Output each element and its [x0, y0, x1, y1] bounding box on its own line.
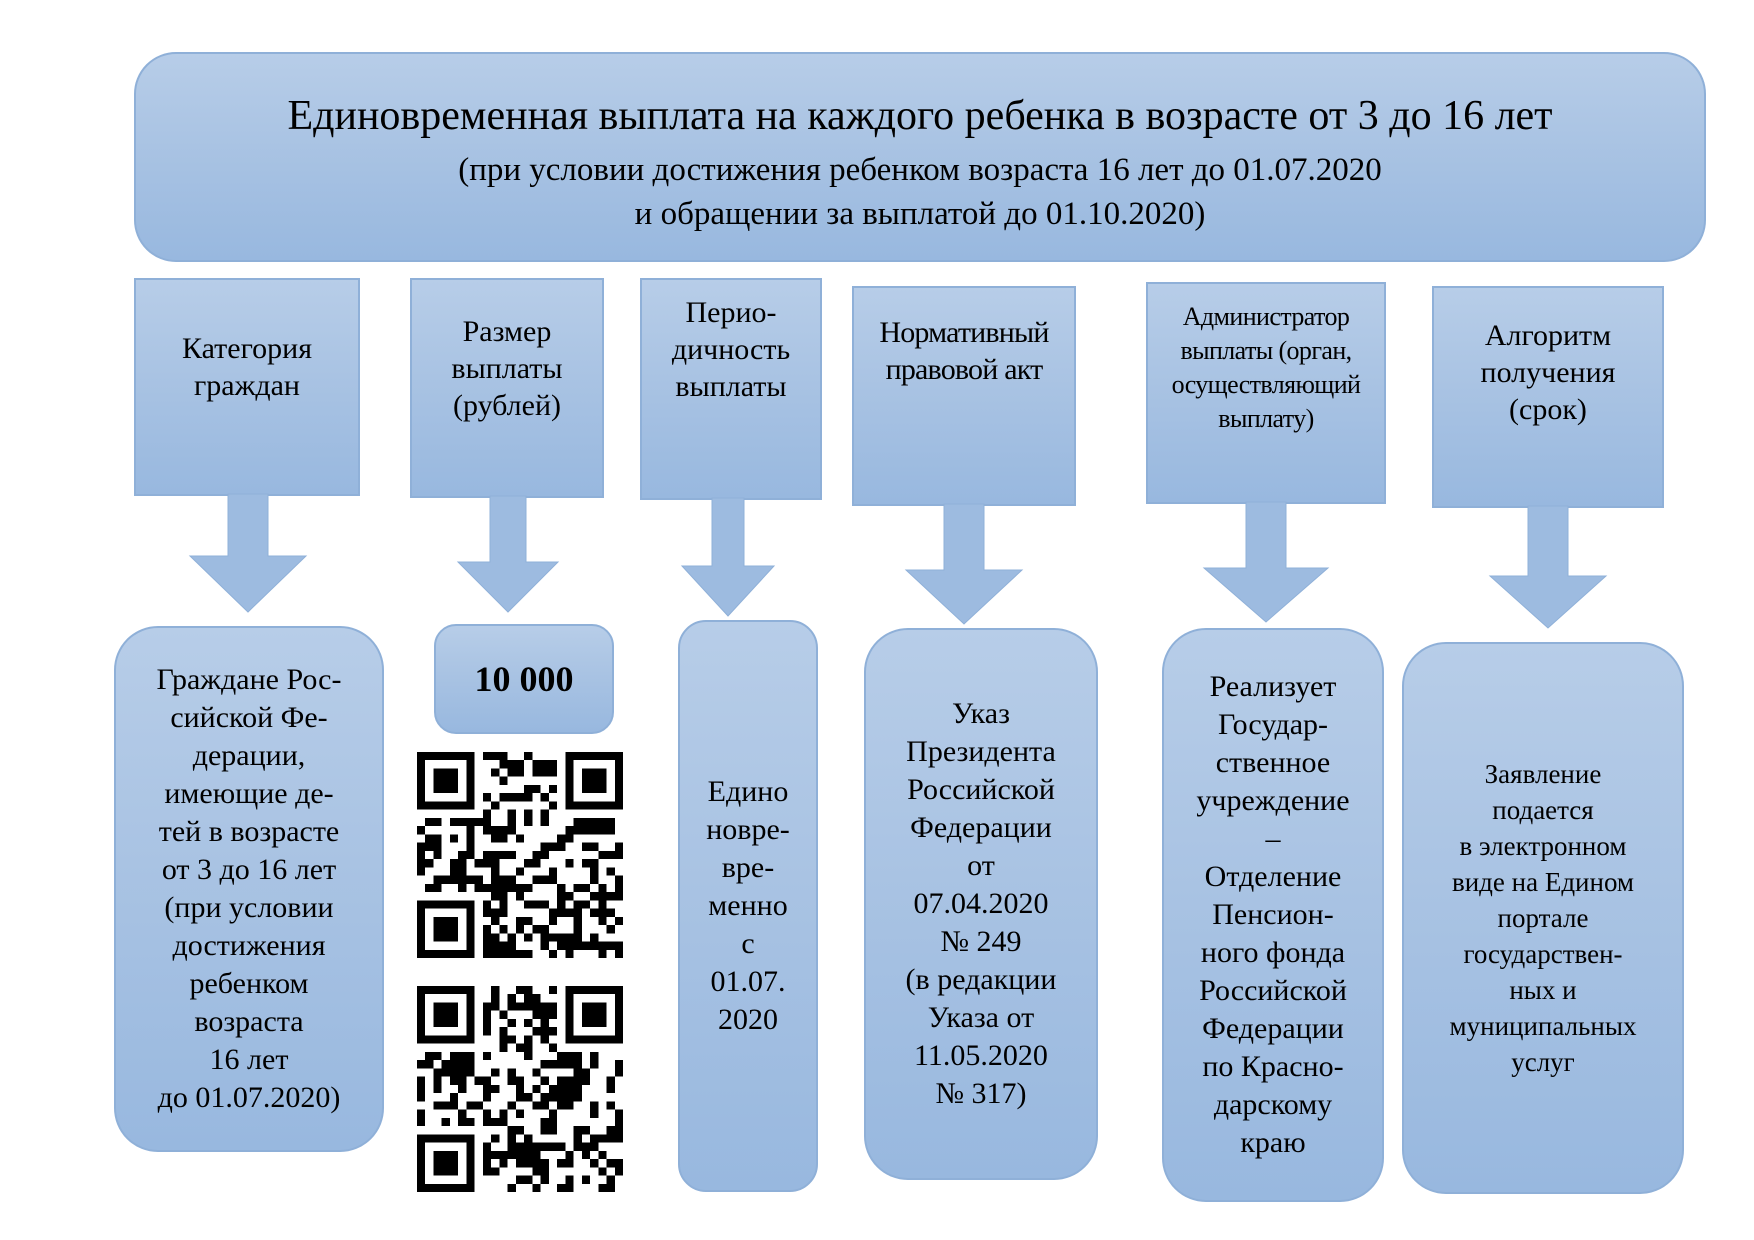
header-category-label: Категория граждан: [182, 332, 312, 402]
arrow-down-icon: [1202, 501, 1330, 623]
title-main: Единовременная выплата на каждого ребенк…: [287, 93, 1553, 139]
header-amount-label: Размер выплаты (рублей): [451, 314, 563, 422]
header-administrator-label: Администратор выплаты (орган, осуществля…: [1171, 302, 1361, 433]
title-banner: Единовременная выплата на каждого ребенк…: [134, 52, 1706, 262]
result-category-text: Граждане Рос- сийской Фе- дерации, имеющ…: [156, 663, 342, 1114]
result-category: Граждане Рос- сийской Фе- дерации, имеющ…: [114, 626, 384, 1152]
header-administrator: Администратор выплаты (орган, осуществля…: [1146, 282, 1386, 504]
header-legal-act: Нормативный правовой акт: [852, 286, 1076, 506]
header-periodicity: Перио- дичность выплаты: [640, 278, 822, 500]
header-periodicity-label: Перио- дичность выплаты: [671, 295, 791, 403]
header-category: Категория граждан: [134, 278, 360, 496]
title-sub-line1: (при условии достижения ребенком возраст…: [458, 152, 1382, 188]
arrow-down-icon: [1488, 505, 1608, 629]
arrow-down-icon: [188, 493, 308, 613]
result-legal-act-text: Указ Президента Российской Федерации от …: [905, 697, 1057, 1110]
header-amount: Размер выплаты (рублей): [410, 278, 604, 498]
header-legal-act-label: Нормативный правовой акт: [879, 316, 1049, 386]
result-administrator: Реализует Государ- ственное учреждение –…: [1162, 628, 1384, 1202]
result-administrator-text: Реализует Государ- ственное учреждение –…: [1196, 670, 1350, 1159]
result-algorithm-text: Заявление подается в электронном виде на…: [1449, 759, 1637, 1077]
result-algorithm: Заявление подается в электронном виде на…: [1402, 642, 1684, 1194]
title-sub-line2: и обращении за выплатой до 01.10.2020): [634, 196, 1206, 232]
result-legal-act: Указ Президента Российской Федерации от …: [864, 628, 1098, 1180]
arrow-down-icon: [904, 503, 1024, 625]
result-periodicity-text: Едино новре- вре- менно с 01.07. 2020: [706, 775, 790, 1036]
arrow-down-icon: [456, 495, 560, 613]
qr-code-icon[interactable]: [416, 986, 624, 1192]
result-amount-value: 10 000: [474, 659, 574, 699]
result-periodicity: Едино новре- вре- менно с 01.07. 2020: [678, 620, 818, 1192]
result-amount: 10 000: [434, 624, 614, 734]
arrow-down-icon: [680, 497, 776, 617]
header-algorithm-label: Алгоритм получения (срок): [1480, 318, 1616, 426]
qr-code-icon[interactable]: [416, 752, 624, 958]
title-subtitle: (при условии достижения ребенком возраст…: [136, 148, 1704, 236]
header-algorithm: Алгоритм получения (срок): [1432, 286, 1664, 508]
